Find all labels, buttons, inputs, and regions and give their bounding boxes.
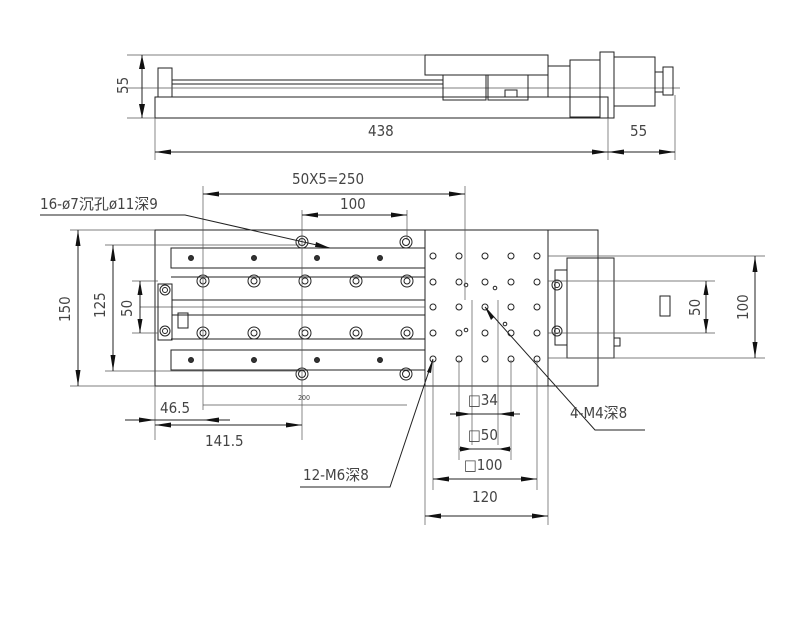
counterbore-hole-inner: [301, 277, 309, 285]
m6-hole: [455, 252, 463, 260]
m4-hole: [463, 282, 469, 288]
rail-screw: [188, 357, 194, 363]
motor: [613, 56, 656, 107]
dim-length: 438: [368, 122, 394, 140]
m6-hole: [481, 303, 489, 311]
plan-view: 50X5=250 100 150 125 50 50 100 46.5: [40, 170, 765, 525]
side-view: 55 438 55: [114, 51, 680, 160]
m6-hole: [507, 303, 515, 311]
m6-hole: [533, 329, 541, 337]
rail-screw: [377, 255, 383, 261]
dim-center: 50: [118, 300, 136, 317]
counterbore-hole-inner: [403, 277, 411, 285]
rail-screw: [188, 255, 194, 261]
dim-sq100: □100: [464, 456, 503, 474]
end-block: [157, 67, 173, 98]
m6-hole: [481, 355, 489, 363]
dim-motor: 55: [630, 122, 647, 140]
dim-offset-2: 141.5: [205, 432, 244, 450]
counterbore-hole-inner: [352, 277, 360, 285]
m6-hole: [481, 329, 489, 337]
counterbore-hole: [298, 274, 312, 288]
counterbore-hole: [298, 326, 312, 340]
counterbore-hole-inner: [352, 329, 360, 337]
note-m6: 12-M6深8: [303, 466, 369, 484]
m6-hole: [481, 278, 489, 286]
base-outline: [154, 229, 599, 387]
m4-hole: [502, 321, 508, 327]
m6-hole: [533, 278, 541, 286]
m6-hole: [429, 278, 437, 286]
mount-hole-inner: [402, 370, 410, 378]
m6-hole: [507, 278, 515, 286]
rail-screw: [314, 255, 320, 261]
m6-hole: [481, 252, 489, 260]
counterbore-hole-inner: [301, 329, 309, 337]
m6-hole: [429, 329, 437, 337]
dim-120: 120: [472, 488, 498, 506]
counterbore-hole: [400, 274, 414, 288]
carriage-block: [442, 74, 487, 101]
counterbore-hole-inner: [250, 277, 258, 285]
m6-hole: [455, 329, 463, 337]
base-plate: [154, 96, 609, 119]
m6-hole: [507, 252, 515, 260]
dim-small: 200: [298, 394, 310, 402]
motor-housing: [566, 257, 615, 359]
rail-screw: [251, 357, 257, 363]
counterbore-hole: [349, 274, 363, 288]
note-m4: 4-M4深8: [570, 404, 627, 422]
dim-left-offset: 46.5: [160, 399, 190, 417]
rail-screw: [377, 357, 383, 363]
m4-hole: [463, 327, 469, 333]
motor-flange: [599, 51, 615, 119]
dim-hole-spacing: 100: [340, 195, 366, 213]
mount-hole: [399, 235, 413, 249]
dim-right-50: 50: [686, 299, 704, 316]
m6-hole: [533, 252, 541, 260]
counterbore-hole-inner: [403, 329, 411, 337]
dim-width: 150: [56, 296, 74, 322]
counterbore-hole-inner: [250, 329, 258, 337]
top-carriage: [424, 54, 549, 76]
dim-pitch: 50X5=250: [292, 170, 364, 188]
dim-right-100: 100: [734, 294, 752, 320]
knob: [662, 66, 674, 96]
sensor: [177, 312, 189, 329]
rail-screw: [251, 255, 257, 261]
counterbore-hole: [247, 326, 261, 340]
dim-height: 55: [114, 77, 132, 94]
dim-sq50: □50: [468, 426, 498, 444]
m4-hole: [492, 285, 498, 291]
counterbore-hole: [247, 274, 261, 288]
mount-hole-inner: [402, 238, 410, 246]
mount-hole: [399, 367, 413, 381]
m6-hole: [533, 303, 541, 311]
end-block: [157, 283, 173, 341]
counterbore-hole: [349, 326, 363, 340]
counterbore-hole: [400, 326, 414, 340]
rail-screw: [314, 357, 320, 363]
dim-rail-span: 125: [91, 292, 109, 318]
carriage-block: [487, 74, 529, 101]
note-mount-holes: 16-ø7沉孔ø11深9: [40, 195, 158, 213]
dim-sq34: □34: [468, 391, 498, 409]
m6-hole: [455, 303, 463, 311]
m6-hole: [429, 252, 437, 260]
hole-pattern: [188, 235, 541, 381]
m6-hole: [455, 278, 463, 286]
m6-hole: [429, 303, 437, 311]
